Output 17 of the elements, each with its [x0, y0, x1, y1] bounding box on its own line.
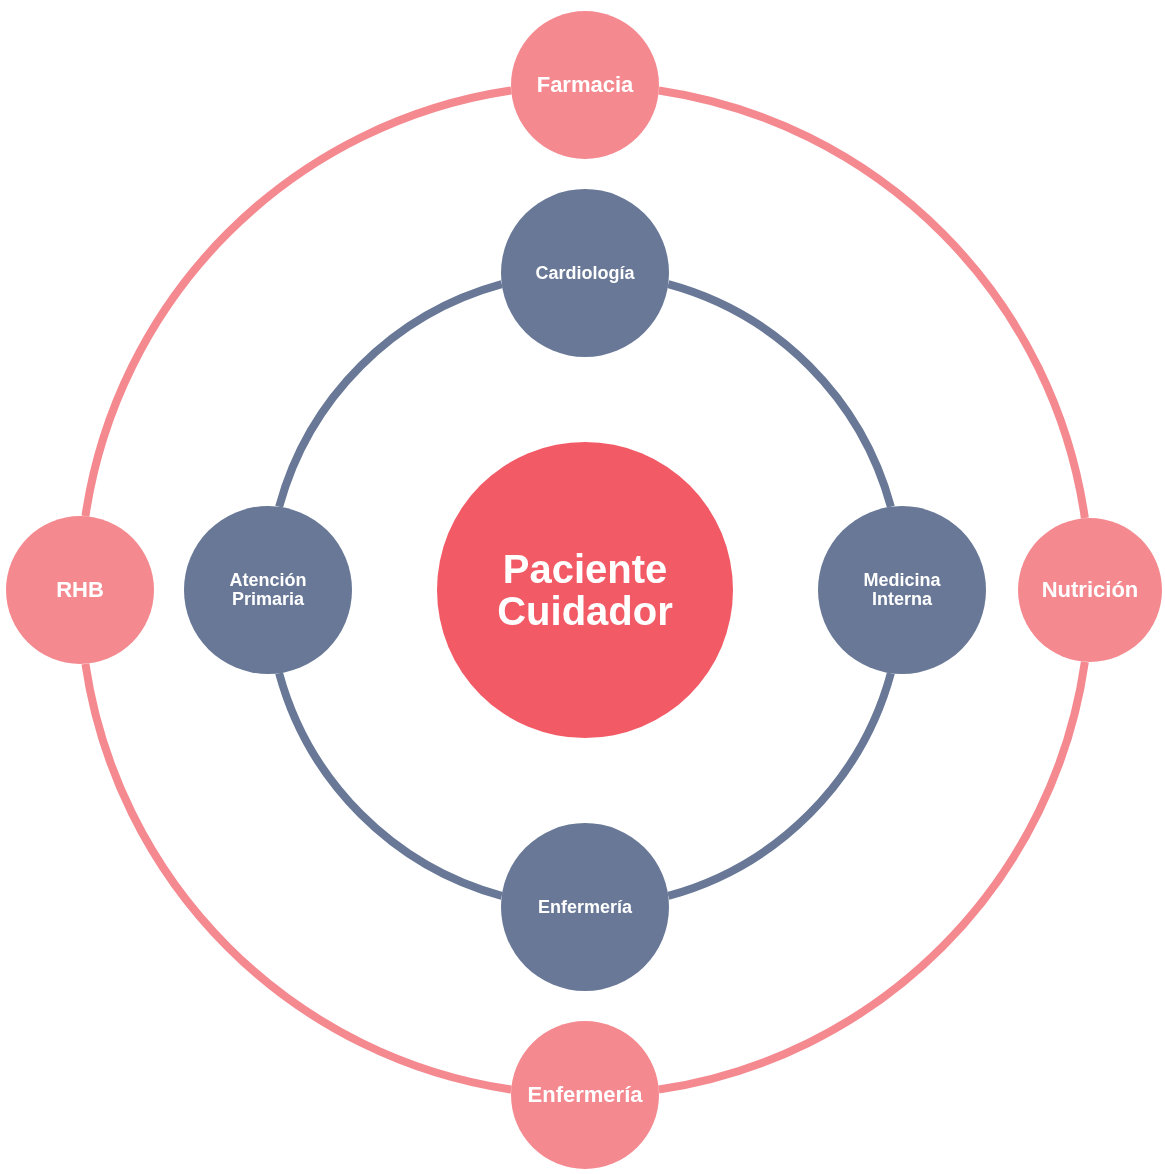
ring-arc-connector [81, 662, 513, 1094]
ring-arc-connector [666, 671, 895, 900]
ring-arc-connector [666, 280, 895, 509]
ring-arc-connector [275, 280, 504, 509]
ring-arc-connector [657, 86, 1089, 519]
ring-arc-connector [275, 671, 504, 900]
node-label: Farmacia [535, 73, 635, 97]
node-label: Atención Primaria [228, 571, 308, 609]
node-label: Medicina Interna [862, 571, 942, 609]
node-label: RHB [55, 578, 105, 602]
node-label: Cardiología [534, 263, 636, 283]
node-label: Enfermería [526, 1083, 644, 1107]
ring-arc-connector [657, 661, 1089, 1094]
node-label: Enfermería [536, 897, 633, 917]
node-label: Nutrición [1040, 578, 1140, 602]
ring-arc-connector [81, 86, 513, 518]
node-label: Paciente Cuidador [496, 548, 674, 632]
